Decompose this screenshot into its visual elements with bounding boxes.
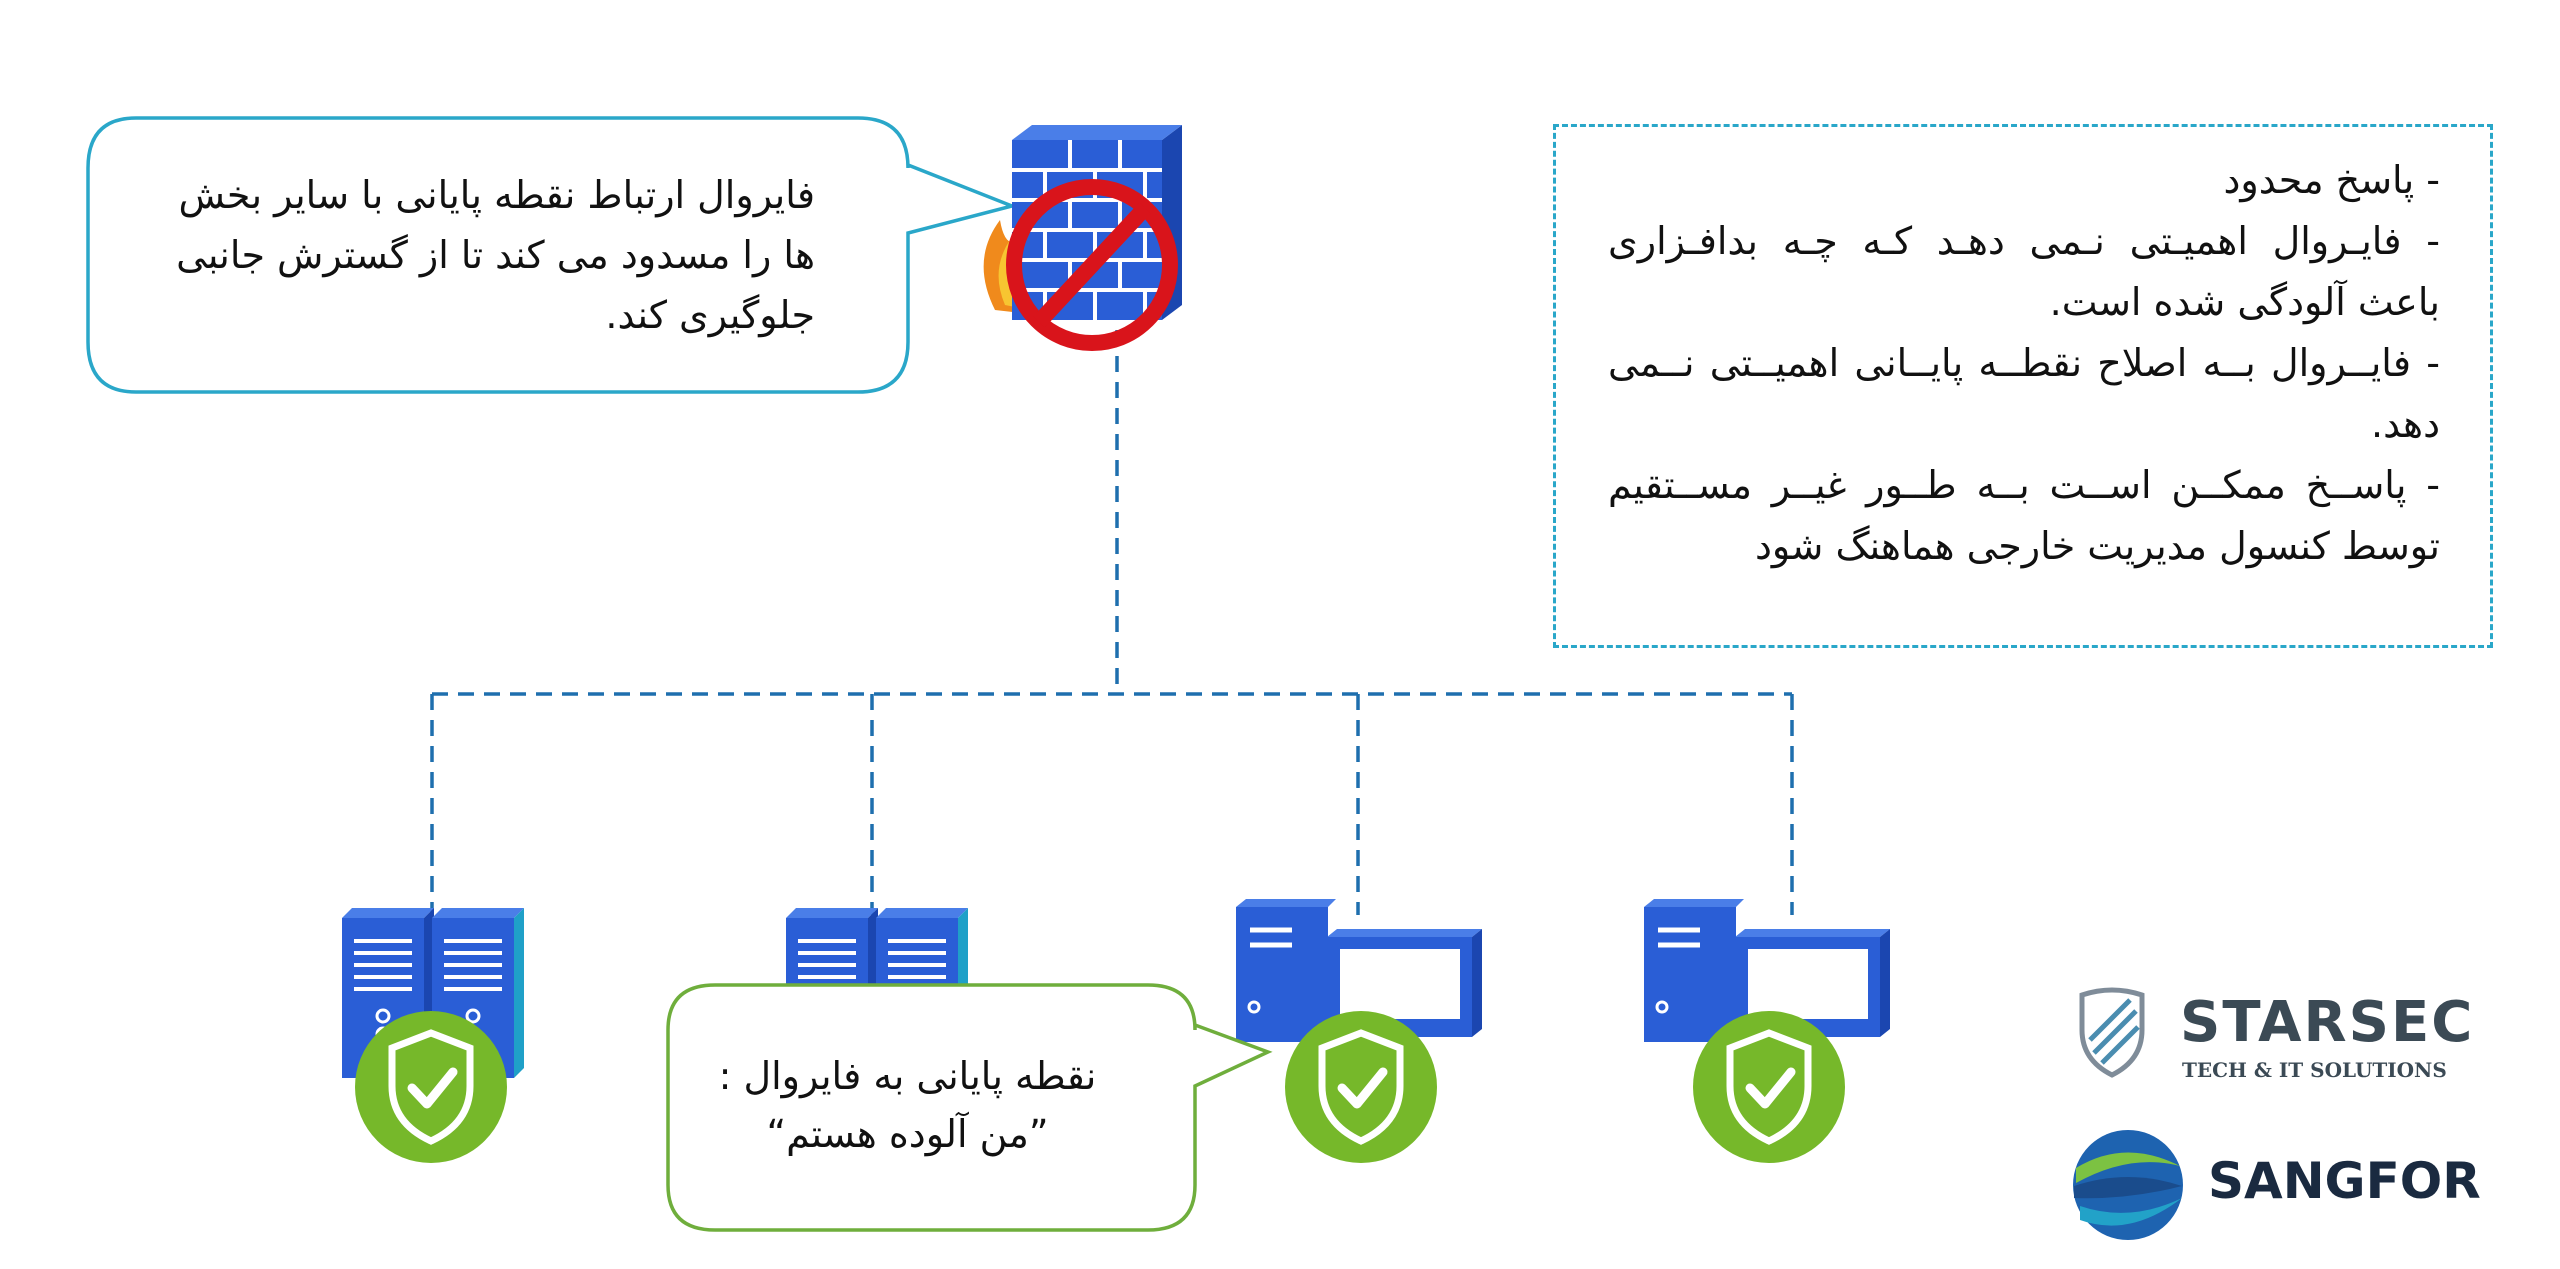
workstation-icon (1236, 899, 1482, 1042)
sangfor-logo-icon (2073, 1130, 2183, 1240)
shield-check-icon (1285, 1011, 1437, 1163)
info-item: - فایــروال بــه اصلاح نقطــه پایــانی ا… (1608, 341, 2440, 446)
endpoint-callout-line1: نقطه پایانی به فایروال : (718, 1054, 1097, 1098)
firewall-blocked-icon (983, 125, 1182, 351)
endpoint-callout-line2: ”من آلوده هستم“ (766, 1112, 1049, 1156)
info-box (1553, 124, 2493, 648)
shield-check-icon (1693, 1011, 1845, 1163)
shield-check-icon (355, 1011, 507, 1163)
info-item: - پاســخ ممکــن اســت بــه طــور غیــر م… (1608, 463, 2440, 568)
info-item: - فایـروال اهمیـتی نـمی دهـد کـه چـه بدا… (1608, 219, 2440, 324)
workstation-icon (1644, 899, 1890, 1042)
sangfor-name: SANGFOR (2208, 1152, 2481, 1210)
starsec-name: STARSEC (2180, 990, 2475, 1055)
info-item: - پاسخ محدود (2223, 158, 2441, 202)
starsec-tagline: TECH & IT SOLUTIONS (2182, 1058, 2447, 1082)
firewall-callout-text: فایروال ارتباط نقطه پایانی با سایر بخش ه… (176, 173, 815, 337)
info-list: - پاسخ محدود - فایـروال اهمیـتی نـمی دهـ… (1608, 150, 2440, 577)
starsec-logo-icon (2079, 987, 2145, 1078)
